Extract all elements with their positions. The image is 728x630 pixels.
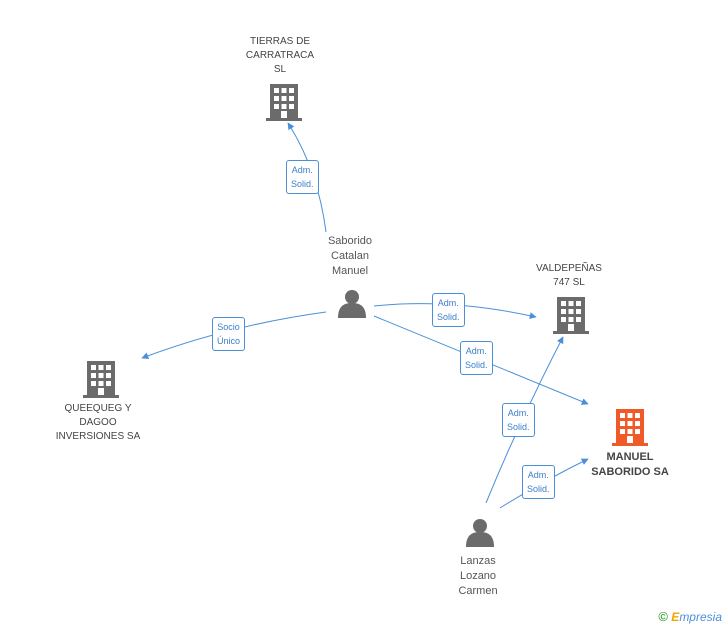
empresia-watermark: © Empresia xyxy=(658,609,722,624)
building-icon-queequeg[interactable] xyxy=(83,361,119,398)
node-label-queequeg[interactable]: QUEEQUEG Y DAGOO INVERSIONES SA xyxy=(55,403,141,442)
edge-label-saborido-tierras: Adm. Solid. xyxy=(286,160,319,194)
building-icon-manuel-sa[interactable] xyxy=(612,409,648,446)
node-label-tierras[interactable]: TIERRAS DE CARRATRACA SL xyxy=(245,36,315,75)
copyright-icon: © xyxy=(658,609,668,624)
node-label-saborido[interactable]: Saborido Catalan Manuel xyxy=(327,235,373,277)
brand-name: mpresia xyxy=(679,610,722,624)
edge-label-lanzas-manuel: Adm. Solid. xyxy=(522,465,555,499)
node-label-manuel-sa[interactable]: MANUEL SABORIDO SA xyxy=(591,451,669,478)
edge-label-lanzas-valdepenas: Adm. Solid. xyxy=(502,403,535,437)
edge-label-saborido-valdepenas: Adm. Solid. xyxy=(432,293,465,327)
building-icon-valdepenas[interactable] xyxy=(553,297,589,334)
node-label-valdepenas[interactable]: VALDEPEÑAS 747 SL xyxy=(536,263,602,288)
person-icon-lanzas[interactable] xyxy=(466,519,494,547)
edge-label-saborido-queequeg: Socio Único xyxy=(212,317,246,351)
edge-label-saborido-manuel: Adm. Solid. xyxy=(460,341,493,375)
node-label-lanzas[interactable]: Lanzas Lozano Carmen xyxy=(458,555,498,597)
person-icon-saborido[interactable] xyxy=(338,290,366,318)
brand-initial: E xyxy=(671,610,680,624)
building-icon-tierras[interactable] xyxy=(266,84,302,121)
